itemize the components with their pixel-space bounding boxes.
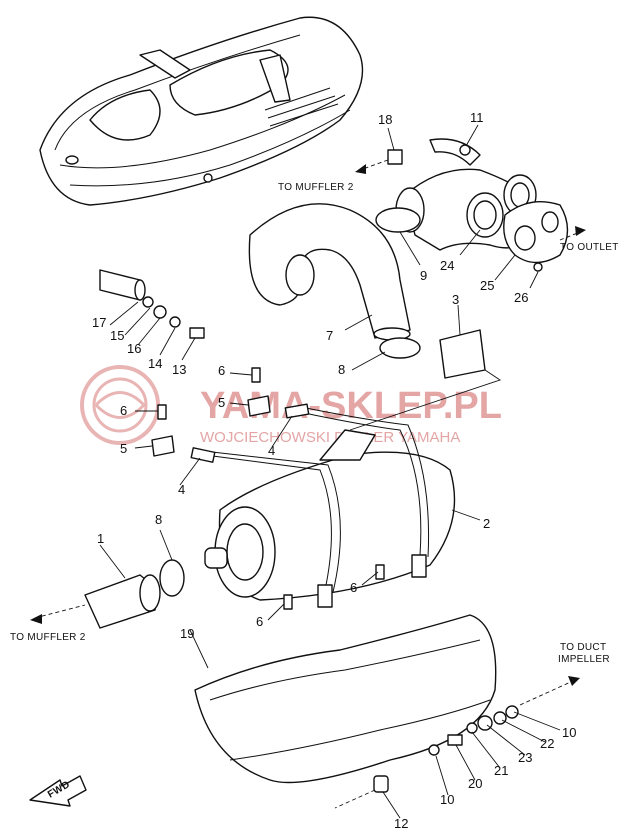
hose-clamp-9	[375, 207, 421, 233]
callout-2: 2	[483, 516, 490, 531]
callout-6c: 6	[256, 614, 263, 629]
callout-8a: 8	[338, 362, 345, 377]
bracket-5-upper	[247, 395, 271, 417]
callout-24: 24	[440, 258, 454, 273]
exhaust-elbow	[395, 138, 569, 264]
callout-15: 15	[110, 328, 124, 343]
callout-17: 17	[92, 315, 106, 330]
forward-direction-arrow: FWD	[29, 775, 87, 807]
callout-9: 9	[420, 268, 427, 283]
callout-8b: 8	[155, 512, 162, 527]
callout-14: 14	[148, 356, 162, 371]
callout-1: 1	[97, 531, 104, 546]
bracket-5-lower	[151, 435, 175, 457]
callout-26: 26	[514, 290, 528, 305]
callout-4b: 4	[268, 443, 275, 458]
label-to-muffler-top: TO MUFFLER 2	[278, 182, 354, 193]
muffler	[204, 429, 456, 601]
exhaust-pipe	[248, 203, 416, 341]
leader-lines	[99, 124, 561, 819]
gasket-plate	[503, 201, 569, 264]
callout-22: 22	[540, 736, 554, 751]
callout-10b: 10	[440, 792, 454, 807]
callout-12: 12	[394, 816, 408, 829]
label-to-duct: TO DUCT	[560, 642, 606, 653]
hose-clamp-8-lower	[159, 559, 185, 597]
callout-3: 3	[452, 292, 459, 307]
bolts-6	[157, 367, 385, 610]
watercraft-illustration	[39, 16, 364, 206]
callout-23: 23	[518, 750, 532, 765]
callout-10a: 10	[562, 725, 576, 740]
callout-numbers: 1 2 3 4 4 5 5 6 6 6 6 7 8 8 9 10 10 11 1…	[92, 110, 576, 829]
callout-19: 19	[180, 626, 194, 641]
callout-20: 20	[468, 776, 482, 791]
label-to-outlet: TO OUTLET	[560, 242, 619, 253]
callout-18: 18	[378, 112, 392, 127]
callout-6b: 6	[120, 403, 127, 418]
pad-3	[439, 329, 486, 379]
top-fittings	[355, 144, 586, 272]
callout-13: 13	[172, 362, 186, 377]
callout-5b: 5	[120, 441, 127, 456]
callout-6a: 6	[218, 363, 225, 378]
callout-4a: 4	[178, 482, 185, 497]
pipe-1	[30, 559, 185, 629]
callout-11: 11	[470, 110, 484, 125]
heat-shield-tray	[194, 614, 497, 784]
callout-7: 7	[326, 328, 333, 343]
callout-6d: 6	[350, 580, 357, 595]
callout-21: 21	[494, 763, 508, 778]
duct-fittings	[334, 676, 580, 809]
hose-clamp-8-upper	[379, 337, 421, 359]
label-to-muffler-bottom: TO MUFFLER 2	[10, 632, 86, 643]
band-straps	[190, 403, 430, 608]
callout-5a: 5	[218, 395, 225, 410]
label-impeller: IMPELLER	[558, 654, 610, 665]
watermark-brand: YAMA-SKLEP.PL	[200, 385, 502, 427]
callout-25: 25	[480, 278, 494, 293]
watermark-sub: WOJCIECHOWSKI DEALER YAMAHA	[200, 429, 460, 446]
callout-16: 16	[127, 341, 141, 356]
